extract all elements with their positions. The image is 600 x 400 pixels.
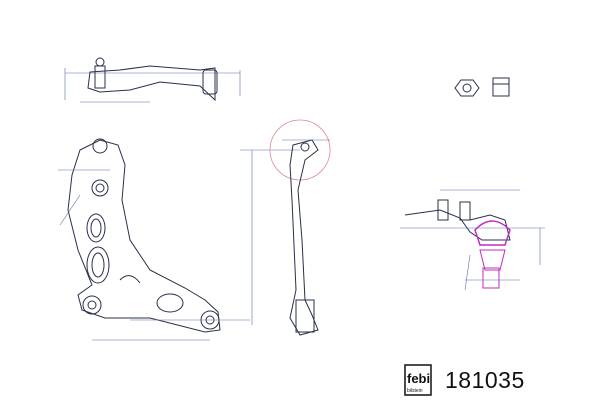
control-arm-side-view: [269, 119, 331, 336]
svg-text:febi: febi: [407, 371, 430, 386]
svg-text:bilstein: bilstein: [407, 388, 423, 394]
top-view: [64, 57, 241, 103]
ball-joint-detail: [400, 189, 545, 291]
control-arm-front-view: [58, 138, 300, 341]
nut-detail: [454, 77, 510, 97]
part-number: 181035: [445, 367, 525, 393]
febi-bilstein-logo: febi bilstein: [404, 364, 432, 396]
